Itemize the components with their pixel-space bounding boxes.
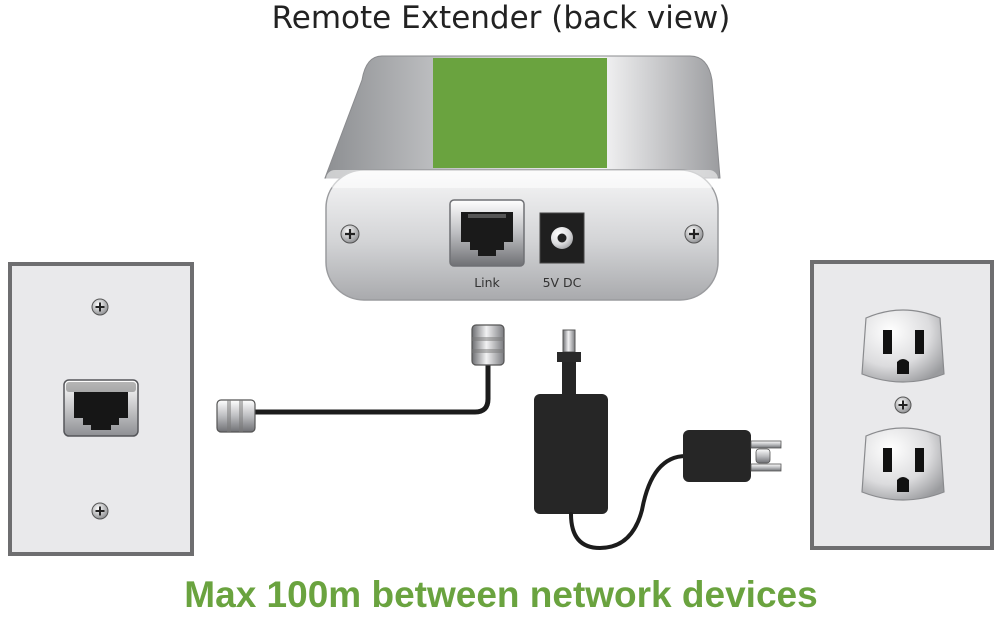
screw-icon — [894, 396, 912, 414]
cable-connector — [216, 399, 256, 433]
network-wall-plate — [8, 262, 194, 556]
cable-connector — [471, 324, 505, 366]
electrical-outlet-plate — [810, 260, 994, 550]
network-cable — [216, 324, 505, 433]
screw-icon — [91, 502, 109, 520]
diagram-title: Remote Extender (back view) — [271, 0, 731, 36]
screw-icon — [91, 298, 109, 316]
cable-icon — [569, 454, 688, 551]
cable-icon — [249, 359, 491, 415]
rj45-port-icon — [449, 199, 525, 267]
outlet-socket-icon — [861, 427, 945, 501]
screw-icon — [684, 224, 704, 244]
screw-icon — [340, 224, 360, 244]
diagram-caption: Max 100m between network devices — [184, 574, 818, 615]
power-adapter-icon — [534, 329, 782, 551]
outlet-socket-icon — [861, 309, 945, 383]
power-port-label: 5V DC — [543, 275, 582, 290]
remote-extender-device: Link 5V DC — [324, 55, 721, 301]
link-port-label: Link — [474, 275, 500, 290]
wall-jack-icon — [63, 379, 139, 437]
extender-green-label — [433, 58, 607, 168]
dc-jack-icon — [539, 212, 585, 264]
